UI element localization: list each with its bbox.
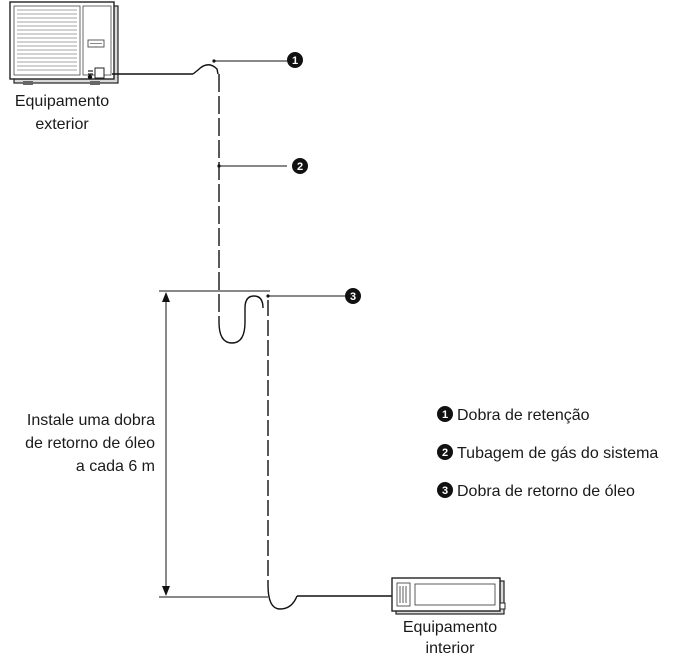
dimension-arrow-top [162, 292, 170, 302]
legend-3-text: Dobra de retorno de óleo [457, 483, 635, 500]
legend-1-number: 1 [442, 409, 448, 421]
legend-2-number: 2 [442, 447, 448, 459]
legend-item-1: 1 Dobra de retenção [437, 406, 590, 424]
callout-2: 2 [217, 158, 308, 174]
callout-2-badge [292, 158, 308, 174]
service-valves [87, 67, 105, 80]
dimension-note-line1: Instale uma dobra [27, 412, 155, 429]
legend-item-3: 3 Dobra de retorno de óleo [437, 482, 635, 500]
legend-3-badge [437, 482, 453, 498]
callout-3-number: 3 [350, 291, 356, 303]
callout-3: 3 [266, 288, 361, 304]
legend-item-2: 2 Tubagem de gás do sistema [437, 444, 658, 462]
callout-1-badge [287, 52, 303, 68]
dimension-note-line2: de retorno de óleo [25, 435, 155, 452]
outdoor-unit-label-line1: Equipamento [15, 93, 109, 110]
indoor-unit [391, 577, 506, 615]
fan-grille [13, 5, 81, 76]
dimension-arrow-bottom [162, 586, 170, 596]
legend-2-badge [437, 444, 453, 460]
callout-3-badge [345, 288, 361, 304]
indoor-unit-label-line2: interior [426, 640, 476, 657]
outdoor-unit [9, 1, 119, 85]
dimension-marker [159, 290, 270, 598]
legend-3-number: 3 [442, 485, 448, 497]
callout-1-number: 1 [292, 55, 298, 67]
legend-1-text: Dobra de retenção [457, 407, 590, 424]
callout-1: 1 [212, 52, 303, 68]
dimension-note-line3: a cada 6 m [76, 458, 155, 475]
legend-2-text: Tubagem de gás do sistema [457, 445, 658, 462]
legend-1-badge [437, 406, 453, 422]
legend: 1 Dobra de retenção 2 Tubagem de gás do … [437, 406, 658, 500]
callout-2-number: 2 [297, 161, 303, 173]
gas-pipe [112, 64, 393, 610]
outdoor-unit-label-line2: exterior [35, 116, 89, 133]
indoor-unit-label-line1: Equipamento [403, 619, 497, 636]
